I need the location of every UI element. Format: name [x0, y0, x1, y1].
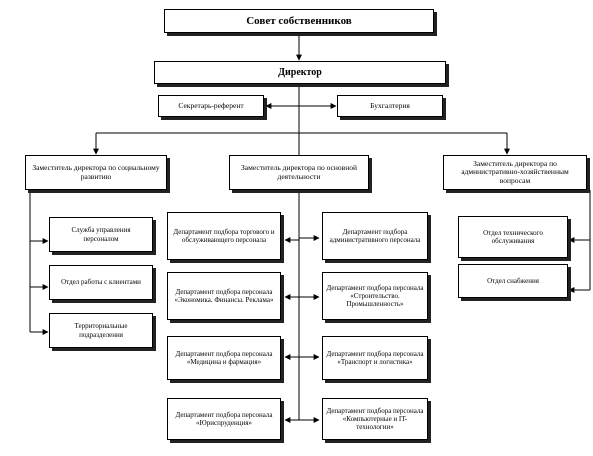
label-social-unit-2: Территориальные подразделения	[74, 322, 128, 339]
box-accounting: Бухгалтерия	[337, 95, 443, 117]
label-admin-unit-1: Отдел снабжения	[487, 276, 539, 285]
label-main-left-unit-1: Департамент подбора персонала «Экономика…	[174, 287, 274, 304]
box-main-right-unit-3: Департамент подбора персонала «Компьютер…	[322, 398, 428, 440]
label-main-right-unit-1: Департамент подбора персонала «Строитель…	[326, 283, 424, 309]
label-secretary: Секретарь-референт	[178, 100, 244, 110]
label-main-right-unit-2: Департамент подбора персонала «Транспорт…	[326, 349, 424, 366]
label-deputy-admin: Заместитель директора по административно…	[461, 158, 569, 185]
label-main-right-unit-0: Департамент подбора административного пе…	[329, 227, 421, 244]
label-director: Директор	[278, 66, 322, 78]
box-deputy-admin: Заместитель директора по административно…	[443, 155, 587, 190]
box-main-left-unit-0: Департамент подбора торгового и обслужив…	[167, 212, 281, 260]
label-deputy-main: Заместитель директора по основной деятел…	[241, 162, 357, 181]
label-main-left-unit-2: Департамент подбора персонала «Медицина …	[175, 349, 273, 366]
box-deputy-main: Заместитель директора по основной деятел…	[229, 155, 369, 190]
label-main-right-unit-3: Департамент подбора персонала «Компьютер…	[326, 406, 424, 432]
box-main-left-unit-2: Департамент подбора персонала «Медицина …	[167, 336, 281, 380]
box-main-left-unit-3: Департамент подбора персонала «Юриспруде…	[167, 398, 281, 440]
box-main-right-unit-0: Департамент подбора административного пе…	[322, 212, 428, 260]
box-social-unit-0: Служба управления персоналом	[49, 217, 153, 252]
label-social-unit-1: Отдел работы с клиентами	[61, 278, 141, 287]
box-deputy-social: Заместитель директора по социальному раз…	[25, 155, 167, 190]
label-admin-unit-0: Отдел технического обслуживания	[483, 228, 543, 245]
box-admin-unit-0: Отдел технического обслуживания	[458, 216, 568, 258]
box-social-unit-1: Отдел работы с клиентами	[49, 265, 153, 300]
box-main-right-unit-1: Департамент подбора персонала «Строитель…	[322, 272, 428, 320]
label-social-unit-0: Служба управления персоналом	[71, 226, 131, 243]
box-director: Директор	[154, 61, 446, 84]
label-main-left-unit-0: Департамент подбора торгового и обслужив…	[173, 227, 275, 244]
label-main-left-unit-3: Департамент подбора персонала «Юриспруде…	[175, 410, 273, 427]
label-owners: Совет собственников	[246, 14, 352, 27]
box-admin-unit-1: Отдел снабжения	[458, 264, 568, 298]
box-secretary: Секретарь-референт	[158, 95, 264, 117]
box-main-right-unit-2: Департамент подбора персонала «Транспорт…	[322, 336, 428, 380]
box-owners: Совет собственников	[164, 9, 434, 33]
box-social-unit-2: Территориальные подразделения	[49, 313, 153, 348]
label-accounting: Бухгалтерия	[370, 100, 410, 110]
box-main-left-unit-1: Департамент подбора персонала «Экономика…	[167, 272, 281, 320]
label-deputy-social: Заместитель директора по социальному раз…	[32, 162, 160, 181]
